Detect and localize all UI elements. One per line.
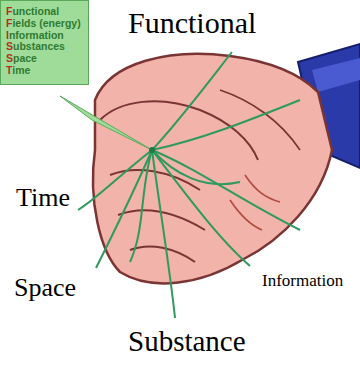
callout-text: Functional — [6, 6, 83, 18]
concept-label: Functional — [128, 6, 256, 39]
knot — [149, 147, 155, 153]
concept-label: Space — [14, 274, 76, 303]
callout-text: Space — [6, 53, 83, 65]
callout-tail — [60, 96, 152, 150]
callout-text: Fields (energy) — [6, 18, 83, 30]
callout-text: Substances — [6, 41, 83, 53]
concept-label: Information — [262, 272, 343, 291]
callout-box: FunctionalFields (energy)InformationSubs… — [0, 0, 89, 85]
callout-text: Information — [6, 30, 83, 42]
concept-label: Substance — [128, 326, 246, 358]
callout-text: Time — [6, 65, 83, 77]
concept-label: Time — [16, 184, 70, 213]
